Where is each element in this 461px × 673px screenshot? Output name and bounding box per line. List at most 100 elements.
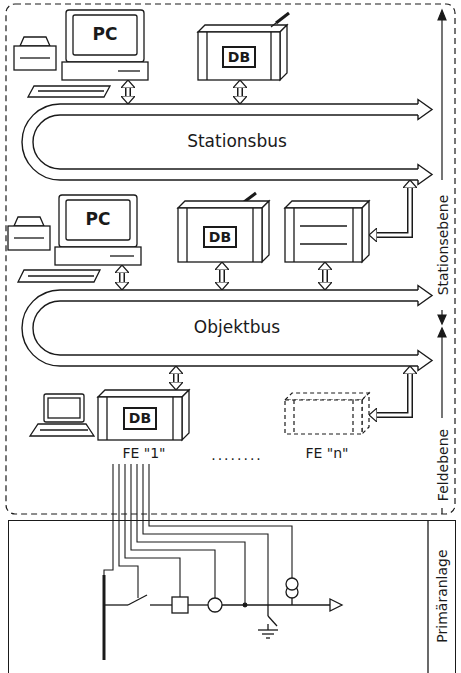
server-rack-part xyxy=(300,243,347,244)
level-arrows-part xyxy=(438,10,446,20)
server-rack-part xyxy=(285,201,369,208)
node-label: PC xyxy=(93,25,118,45)
light-pen-part xyxy=(276,13,289,23)
database-unit-drawing-part xyxy=(186,208,187,262)
measurement-wires-part xyxy=(125,520,180,597)
unit-label: DB xyxy=(123,407,157,429)
signal-wires xyxy=(113,464,149,520)
node-label: PC xyxy=(86,210,111,230)
primary-plant-schematic-part xyxy=(188,604,208,605)
level-label: Stationsebene xyxy=(435,195,451,296)
pc-workstation-drawing-part xyxy=(62,62,148,80)
level-label: Feldebene xyxy=(435,429,451,501)
level-arrows-part xyxy=(441,18,442,180)
primary-plant-schematic-part xyxy=(222,604,330,605)
field-unit-drawing-part xyxy=(182,390,189,440)
level-arrows-part xyxy=(441,336,442,418)
printer-part xyxy=(14,46,56,70)
field-unit: DB FE "1" xyxy=(98,390,190,464)
bus-line xyxy=(418,351,432,371)
wire xyxy=(124,464,125,520)
text-slot: FE "1" xyxy=(98,442,190,464)
rack-bus-link-part xyxy=(377,188,410,235)
printer-part xyxy=(8,226,50,250)
bus-link xyxy=(377,374,410,415)
printer-part xyxy=(20,37,50,46)
measurement-wires-part xyxy=(119,520,138,598)
bus-link xyxy=(176,374,177,382)
rack-bus-link-part xyxy=(322,270,328,282)
laptop-part xyxy=(40,429,88,430)
primary-plant-schematic xyxy=(104,520,428,673)
field-unit-drawing-part xyxy=(98,390,189,397)
primary-plant-schematic-part xyxy=(208,598,222,612)
pc-workstation-drawing-part xyxy=(118,70,140,71)
link-core xyxy=(127,88,130,96)
pc-workstation-drawing xyxy=(18,195,141,282)
link-core xyxy=(121,273,124,282)
field-unit-placeholder-drawing-part xyxy=(352,400,353,434)
rack-bus-link xyxy=(325,188,410,282)
link-outline xyxy=(219,270,225,282)
text-slot: PC xyxy=(66,200,130,240)
laptop-part xyxy=(44,394,84,422)
node-label: Objektbus xyxy=(194,318,280,338)
primary-plant-schematic-part xyxy=(150,604,172,605)
pc-workstation-drawing-part xyxy=(73,15,137,55)
field-unit-placeholder-drawing-part xyxy=(293,400,294,434)
pc-workstation-drawing-part xyxy=(66,10,144,62)
pc-workstation-drawing-part xyxy=(28,86,110,97)
server-rack-part xyxy=(362,201,369,262)
field-unit-drawing-part xyxy=(172,397,173,440)
label-anchor: Stationsebene xyxy=(433,195,452,296)
primary-plant-schematic-part xyxy=(427,520,428,673)
database-unit-drawing-part xyxy=(206,32,207,80)
area-label: Primäranlage xyxy=(434,550,450,643)
printer xyxy=(14,37,56,70)
pc-workstation-drawing-part xyxy=(66,200,130,240)
primary-plant-schematic-part xyxy=(172,597,188,613)
field-unit-placeholder-drawing-part xyxy=(285,400,362,434)
server-rack-part xyxy=(293,208,294,262)
database-unit-drawing-part xyxy=(198,25,287,32)
bus-link xyxy=(222,270,223,282)
text-slot: PC xyxy=(73,15,137,55)
primary-plant-schematic-part xyxy=(268,616,277,626)
text-slot: DB xyxy=(210,36,268,78)
primary-plant-schematic-part xyxy=(258,629,278,630)
measurement-wires-part xyxy=(104,520,113,575)
bus-link xyxy=(122,273,123,282)
link-outline xyxy=(173,374,179,382)
bus-link xyxy=(240,88,241,96)
measurement-wires-part xyxy=(149,520,292,578)
object-bus: Objektbus xyxy=(22,290,432,366)
station-bus: Stationsbus xyxy=(22,104,432,180)
field-unit-placeholder-drawing-part xyxy=(362,393,369,434)
ellipsis-dots: ........ xyxy=(211,447,263,463)
bus-line xyxy=(33,115,418,169)
text-slot: Primäranlage xyxy=(429,521,455,672)
link-core xyxy=(239,88,242,96)
text-slot: FE "n" xyxy=(285,442,369,464)
measurement-wires-part xyxy=(143,520,268,605)
field-unit-drawing-part xyxy=(98,397,182,440)
level-arrows-part xyxy=(441,508,442,514)
primary-plant-schematic-part xyxy=(266,637,270,638)
primary-plant-schematic-part xyxy=(104,604,128,605)
database-unit-drawing xyxy=(198,25,287,80)
field-unit-drawing xyxy=(98,390,189,440)
field-unit-placeholder-drawing xyxy=(285,393,369,434)
database-unit-drawing-part xyxy=(270,32,271,80)
server-rack-part xyxy=(352,208,353,262)
link-outline xyxy=(119,273,125,282)
printer-part xyxy=(14,217,44,226)
link-outline xyxy=(377,374,410,415)
text-slot: DB xyxy=(190,214,250,260)
bus-line xyxy=(418,286,432,306)
laptop xyxy=(30,394,94,436)
primary-plant: Primäranlage xyxy=(8,520,456,673)
primary-plant-schematic-part xyxy=(286,578,298,590)
database-unit: DB xyxy=(178,208,262,262)
bus-line xyxy=(418,165,432,185)
